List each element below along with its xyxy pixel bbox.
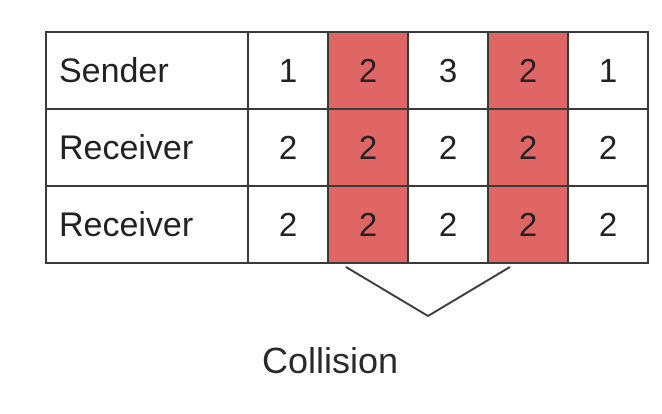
slot-cell: 2 — [247, 185, 329, 264]
slot-cell: 2 — [567, 108, 649, 187]
slot-cell: 2 — [567, 185, 649, 264]
slot-cell-collision: 2 — [487, 185, 569, 264]
slot-cell-collision: 2 — [487, 31, 569, 110]
collision-label: Collision — [261, 340, 399, 381]
grid-row-sender: Sender 1 2 3 2 1 — [45, 31, 649, 110]
grid-row-receiver: Receiver 2 2 2 2 2 — [45, 185, 649, 264]
row-label: Sender — [45, 31, 249, 110]
slot-cell: 2 — [247, 108, 329, 187]
slot-cell: 2 — [407, 185, 489, 264]
slot-cell: 2 — [407, 108, 489, 187]
slot-grid: Sender 1 2 3 2 1 Receiver 2 2 2 2 2 Rece… — [45, 31, 649, 264]
bracket-line — [345, 266, 511, 318]
row-label: Receiver — [45, 108, 249, 187]
slot-cell: 1 — [247, 31, 329, 110]
row-label: Receiver — [45, 185, 249, 264]
grid-row-receiver: Receiver 2 2 2 2 2 — [45, 108, 649, 187]
slot-cell-collision: 2 — [327, 31, 409, 110]
slot-cell-collision: 2 — [487, 108, 569, 187]
slot-cell-collision: 2 — [327, 108, 409, 187]
slot-cell: 3 — [407, 31, 489, 110]
slot-cell: 1 — [567, 31, 649, 110]
slot-cell-collision: 2 — [327, 185, 409, 264]
